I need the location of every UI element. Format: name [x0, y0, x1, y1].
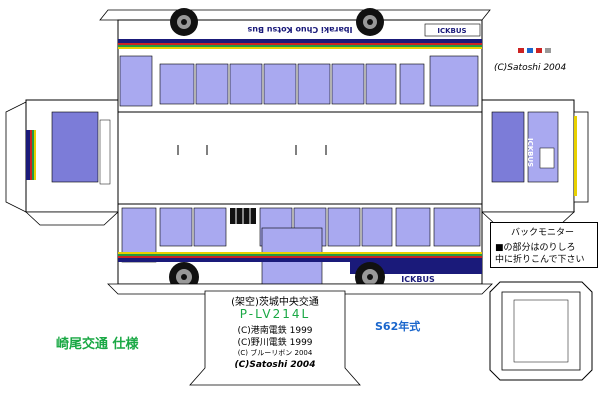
sheet-title: 崎尾交通 仕様: [56, 337, 139, 352]
plate-line-1: (架空)茨城中央交通: [231, 297, 319, 308]
upper-wheel-right: [356, 8, 384, 36]
credit-top: (C)Satoshi 2004: [494, 63, 567, 73]
rear-window: [51, 111, 99, 183]
front-panel: ICKBUS: [480, 99, 589, 226]
top-glue-tab: [99, 9, 491, 21]
back-monitor-label: バックモニター: [511, 228, 575, 238]
upper-side-panel: ICKBUS Ibaraki Chuo Kotsu Bus: [99, 8, 491, 113]
rear-panel: [5, 99, 120, 226]
upper-wheel-left: [170, 8, 198, 36]
underside-piece: [489, 281, 593, 381]
plate-model: P-LV214L: [239, 307, 311, 321]
year-model: S62年式: [375, 320, 421, 333]
upper-stripe-red: [118, 43, 482, 45]
bottom-glue-tab: [107, 283, 493, 295]
upper-windows: [119, 55, 479, 107]
flag-icons: [518, 48, 551, 53]
front-brand-text: ICKBUS: [526, 138, 534, 167]
upper-stripe-green: [118, 45, 482, 47]
upper-stripe-navy: [118, 39, 482, 43]
upper-side-sign: Ibaraki Chuo Kotsu Bus: [247, 25, 352, 34]
info-plate: (架空)茨城中央交通 P-LV214L (C)港南電鉄 1999 (C)野川電鉄…: [205, 291, 345, 396]
note-line-1: ■の部分はのりしろ: [495, 243, 576, 253]
note-line-2: 中に折りこんで下さい: [495, 255, 585, 265]
roof-marks: [177, 145, 327, 155]
instruction-box: バックモニター ■の部分はのりしろ 中に折りこんで下さい: [490, 222, 598, 268]
plate-line-5: (C) ブルーリボン 2004: [237, 349, 313, 357]
engine-vent: [230, 208, 256, 224]
upper-brand-text: ICKBUS: [437, 27, 466, 35]
plate-line-4: (C)野川電鉄 1999: [237, 338, 313, 348]
plate-credit: (C)Satoshi 2004: [234, 360, 316, 370]
lower-brand-text: ICKBUS: [401, 275, 435, 284]
roof-panel: [117, 111, 483, 205]
upper-stripe-yellow: [118, 47, 482, 49]
lower-side-panel: ICKBUS: [107, 203, 493, 295]
plate-line-3: (C)港南電鉄 1999: [237, 326, 313, 336]
plate-tab: [189, 290, 361, 386]
front-windshield: [491, 111, 525, 183]
